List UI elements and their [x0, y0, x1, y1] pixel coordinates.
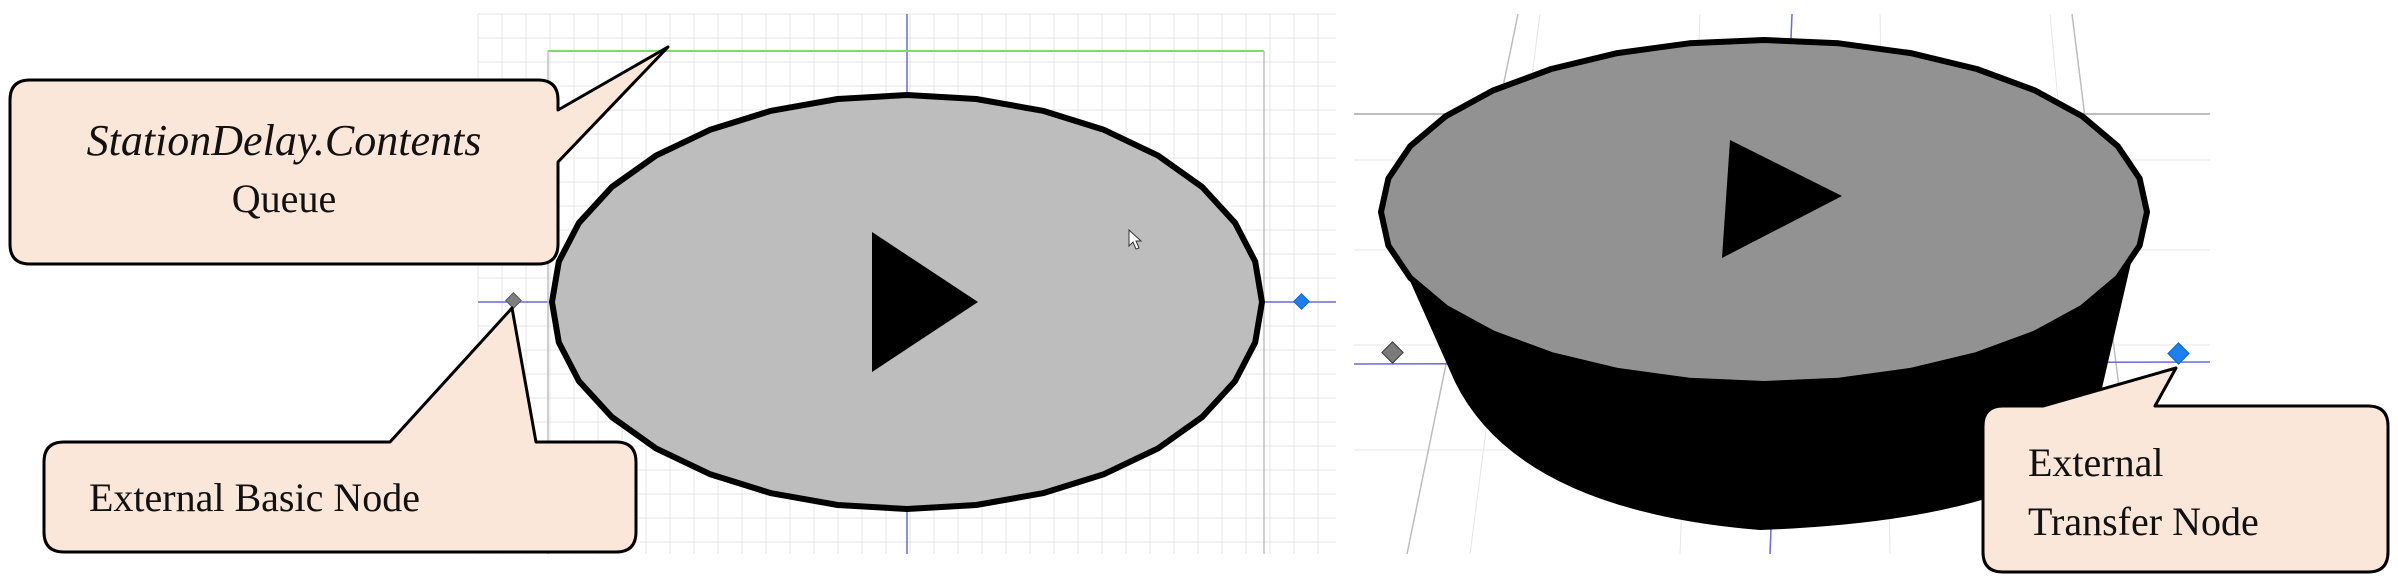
external-transfer-node-handle[interactable] — [1293, 293, 1310, 310]
callout-external-transfer-node: External Transfer Node — [1981, 366, 2390, 574]
mouse-cursor-icon — [1128, 228, 1143, 250]
callout-expression-text: StationDelay.Contents — [87, 116, 482, 165]
callout-transfer-line2: Transfer Node — [2028, 499, 2259, 544]
external-basic-node-handle[interactable] — [505, 292, 522, 309]
play-triangle-icon — [872, 232, 978, 372]
callout-transfer-line1: External — [2028, 440, 2164, 485]
callout-basic-node-text: External Basic Node — [89, 475, 420, 520]
callout-type-text: Queue — [232, 176, 336, 221]
play-triangle-icon — [1722, 140, 1842, 258]
callout-queue-contents: StationDelay.Contents Queue — [8, 45, 670, 266]
callout-external-basic-node: External Basic Node — [42, 306, 638, 554]
external-basic-node-handle[interactable] — [1381, 341, 1404, 364]
external-transfer-node-handle[interactable] — [2167, 342, 2190, 365]
